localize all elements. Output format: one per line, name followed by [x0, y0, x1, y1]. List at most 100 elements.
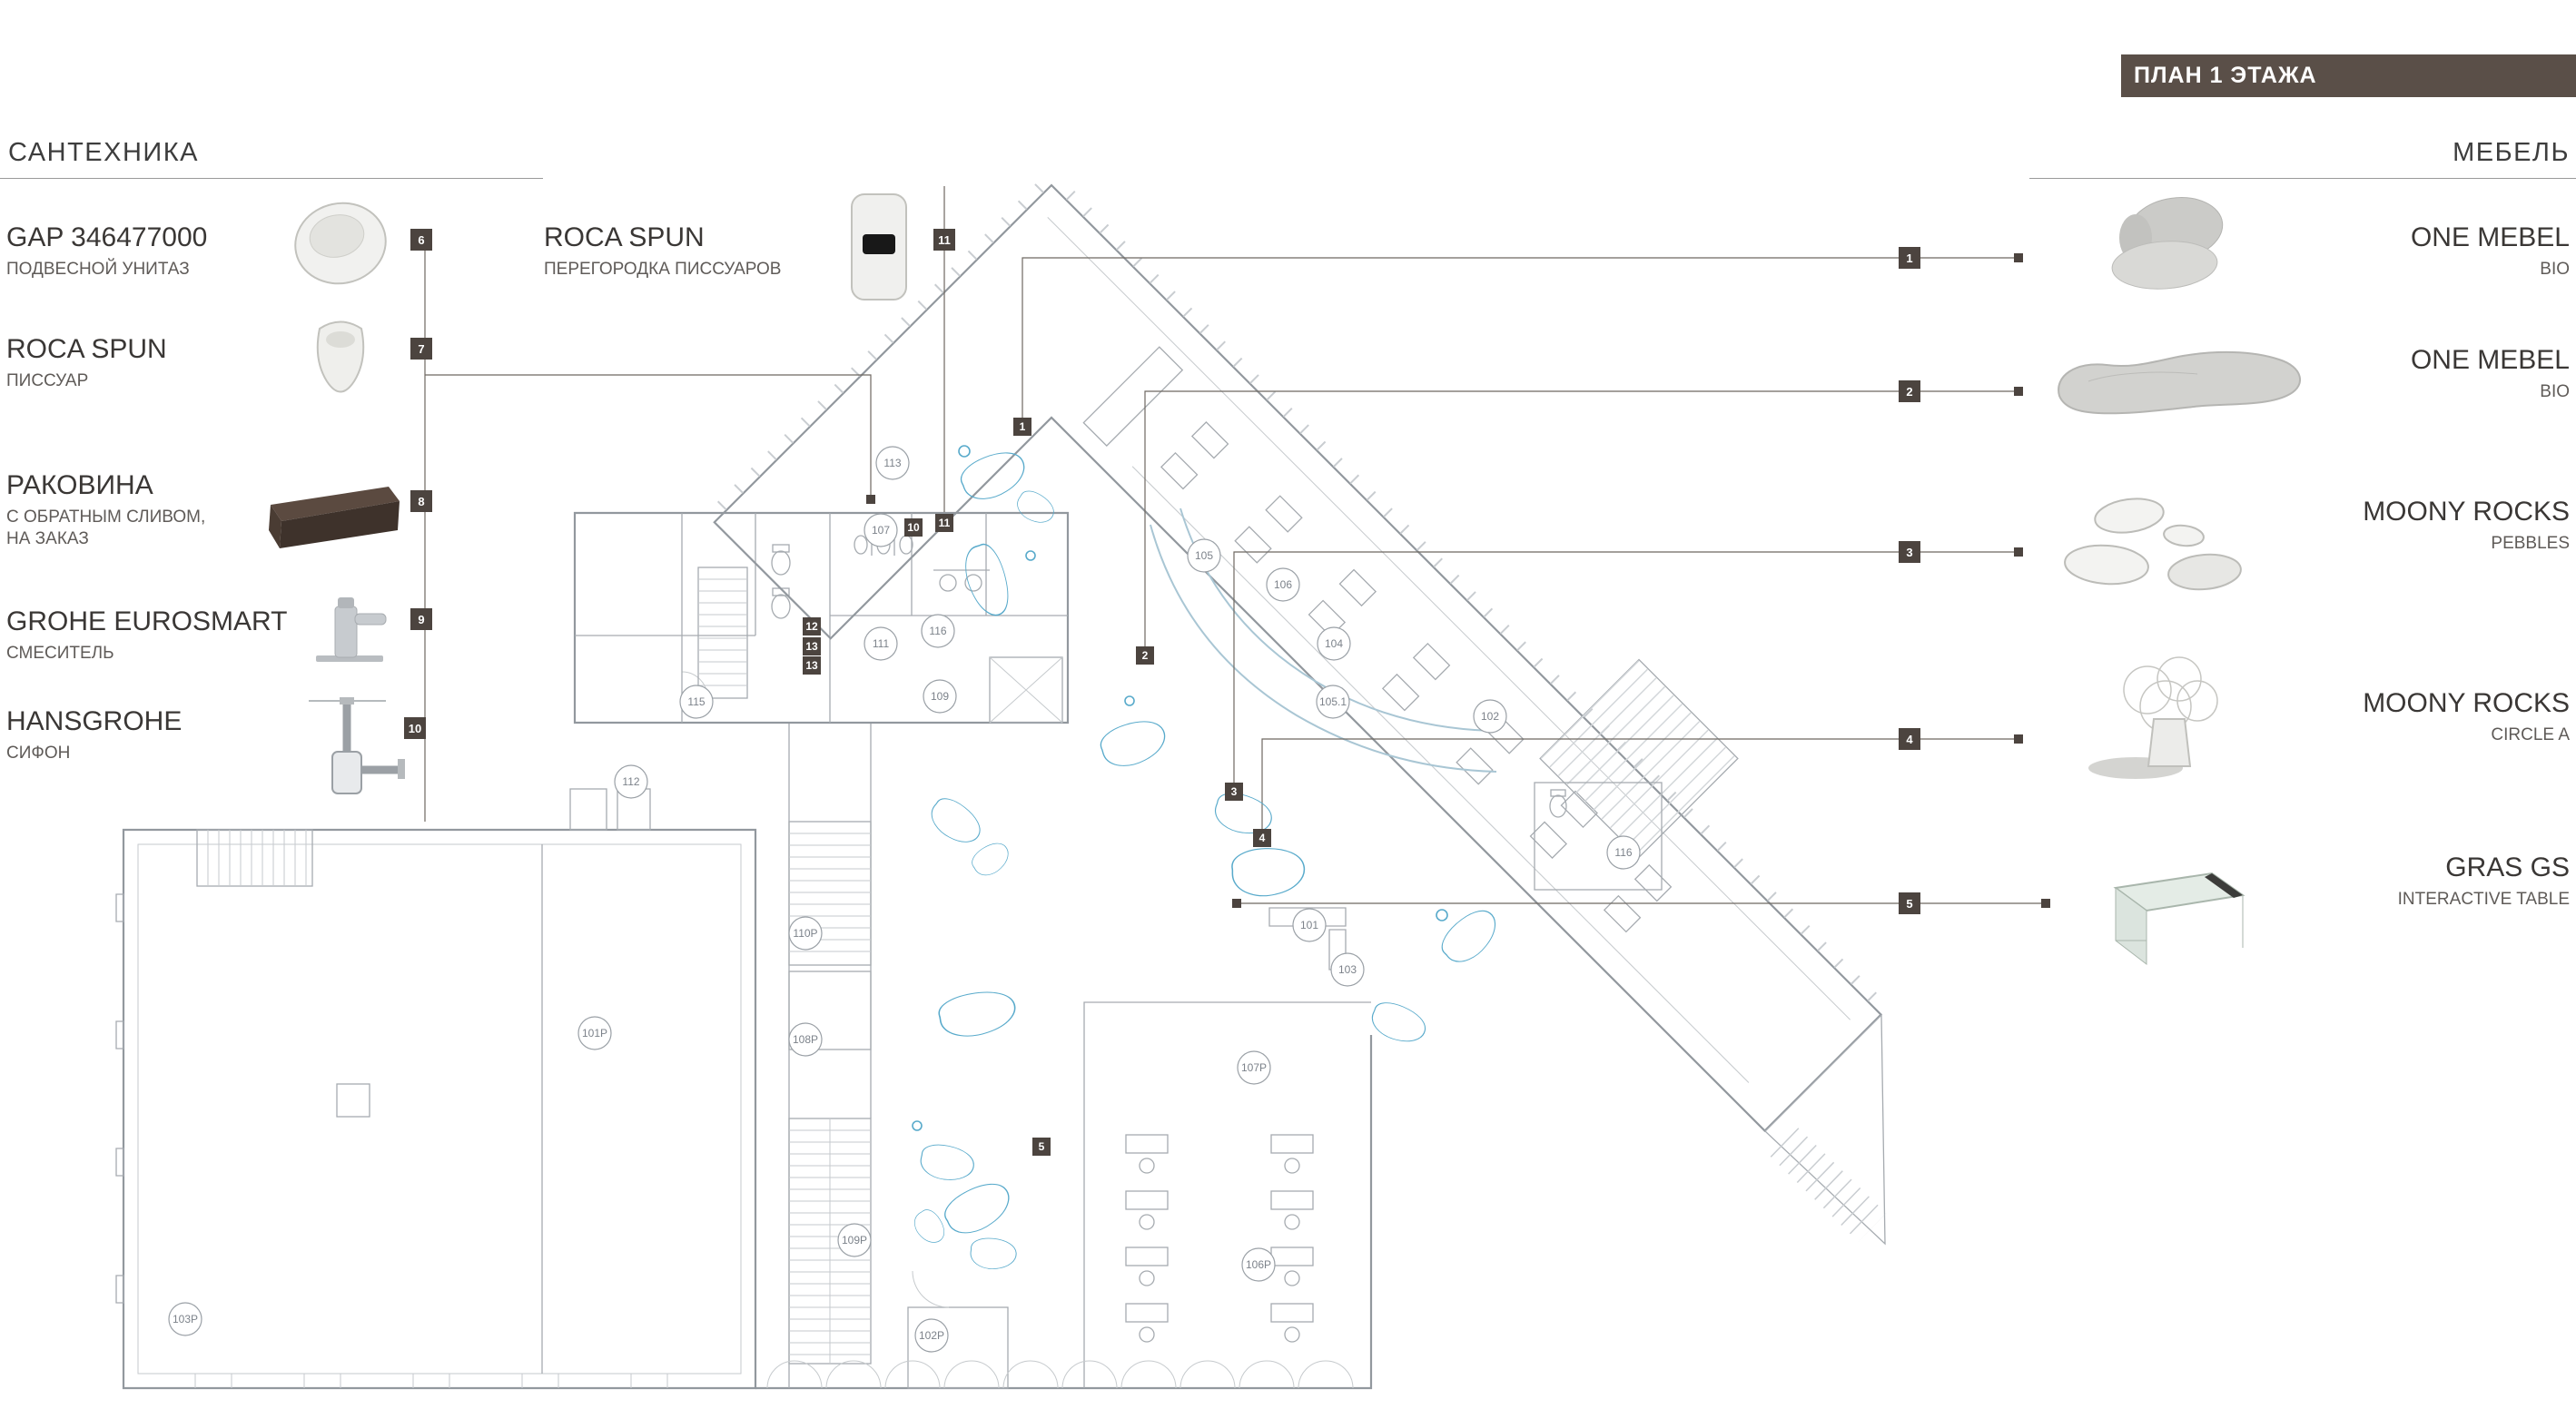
room-number-circle	[1317, 626, 1351, 661]
room-numbers: 113107111116109115112105106104105.110211…	[168, 446, 1641, 1353]
leader-line	[1144, 390, 2018, 646]
plan-marker-label: 2	[1142, 649, 1149, 662]
room-number-circle	[614, 764, 648, 799]
room-number-label: 111	[873, 637, 890, 650]
legend-marker-8: 8	[410, 490, 432, 512]
sink-image	[269, 487, 400, 548]
legend-item-pebbles-desc: PEBBLES	[2491, 534, 2570, 553]
leader-line	[1233, 551, 2018, 783]
plan-marker	[935, 514, 953, 532]
plan-marker	[1013, 418, 1031, 436]
legend-marker-3: 3	[1899, 541, 1920, 563]
left-title-rule	[0, 178, 543, 179]
siphon-image	[309, 697, 405, 794]
stair-north	[788, 821, 872, 966]
room-number-circle	[1292, 908, 1327, 942]
room-number-label: 105	[1195, 549, 1213, 562]
plan-marker	[904, 518, 923, 537]
toilet-image	[294, 202, 387, 285]
sofa-image	[2058, 350, 2301, 415]
plan-marker	[1136, 646, 1154, 665]
plan-marker-label: 10	[907, 521, 920, 534]
plan-marker-label: 11	[939, 517, 951, 529]
partition-image	[851, 193, 907, 301]
legend-item-urinal-desc: ПИССУАР	[6, 371, 89, 390]
pebble-dot	[1124, 695, 1135, 706]
plan-marker-label: 3	[1231, 785, 1238, 798]
plan-marker-label: 4	[1259, 832, 1266, 844]
pebble-blob	[965, 543, 1009, 616]
plan-marker	[803, 656, 821, 675]
legend-item-circle-name: MOONY ROCKS	[2363, 688, 2570, 718]
room-number-circle	[1473, 699, 1507, 734]
legend-item-table-desc: INTERACTIVE TABLE	[2397, 890, 2570, 909]
room-number-circle	[837, 1223, 872, 1257]
legend-item-armchair-name: ONE MEBEL	[2410, 222, 2570, 252]
room-number-circle	[914, 1318, 949, 1353]
room-number-circle	[1330, 952, 1365, 987]
pebble-blob	[1371, 1002, 1426, 1042]
room-number-circle	[1266, 567, 1300, 602]
legend-marker-10: 10	[404, 717, 426, 739]
room-number-circle	[577, 1016, 612, 1050]
room-number-circle	[1241, 1247, 1276, 1282]
restaurant-tables	[1160, 421, 1673, 933]
entrance-vestibule	[907, 1306, 1009, 1389]
pebble-blob	[960, 452, 1025, 499]
room-number-circle	[679, 685, 714, 719]
legend-images	[269, 193, 2301, 966]
room-number-circle	[921, 614, 955, 648]
plan-marker	[1253, 829, 1271, 847]
room-number-label: 112	[622, 775, 639, 788]
room-number-circle	[864, 513, 898, 547]
room-number-label: 107P	[1241, 1061, 1267, 1074]
legend-marker-6: 6	[410, 229, 432, 251]
room-number-label: 104	[1325, 637, 1343, 650]
room-number-label: 103P	[173, 1313, 198, 1325]
urinal-image	[316, 320, 365, 393]
plan-marker-label: 13	[805, 640, 818, 653]
pebble-blob	[972, 843, 1009, 876]
legend-item-pebbles-name: MOONY ROCKS	[2363, 497, 2570, 527]
pebble-blob	[1441, 910, 1495, 962]
legend-marker-9: 9	[410, 608, 432, 630]
room-number-label: 116	[1614, 846, 1632, 859]
stair-ramp	[196, 829, 313, 887]
leader-endpoint	[866, 495, 875, 504]
plan-marker	[803, 617, 821, 636]
plan-title-bar: ПЛАН 1 ЭТАЖА	[2121, 54, 2576, 97]
room-number-circle	[1316, 685, 1350, 719]
legend-item-sofa-desc: BIO	[2540, 382, 2570, 401]
plant-image	[2088, 656, 2218, 779]
plan-marker-label: 1	[1020, 420, 1026, 433]
legend-item-partition-name: ROCA SPUN	[544, 222, 705, 252]
pebble-blob	[938, 991, 1016, 1037]
leader-endpoint	[2041, 899, 2050, 908]
plan-marker	[1225, 783, 1243, 801]
pebble-dot	[912, 1120, 923, 1131]
table-image	[2113, 872, 2245, 966]
office-workstations	[1125, 1134, 1314, 1343]
room-number-circle	[788, 916, 823, 951]
legend-item-circle-desc: CIRCLE A	[2491, 725, 2570, 744]
leader-endpoint	[2014, 253, 2023, 262]
legend-item-urinal-name: ROCA SPUN	[6, 334, 167, 364]
legend-item-table-name: GRAS GS	[2445, 852, 2570, 882]
pebble-dot	[958, 445, 971, 458]
pebble-blob	[1017, 490, 1054, 523]
room-number-label: 109P	[842, 1234, 867, 1247]
pebble-blob	[1100, 721, 1166, 766]
curved-wall	[1150, 524, 1497, 773]
legend-item-siphon-name: HANSGROHE	[6, 706, 183, 736]
pebble-blob	[1231, 848, 1306, 897]
leader-line	[1022, 257, 2018, 436]
pebble-blob	[970, 1237, 1017, 1269]
pebble-blob	[931, 798, 981, 843]
leader-line	[425, 374, 872, 499]
building-walls	[115, 183, 1887, 1390]
room-number-label: 101	[1300, 919, 1318, 931]
room-number-label: 113	[883, 457, 901, 469]
legend-item-siphon-desc: СИФОН	[6, 744, 71, 763]
